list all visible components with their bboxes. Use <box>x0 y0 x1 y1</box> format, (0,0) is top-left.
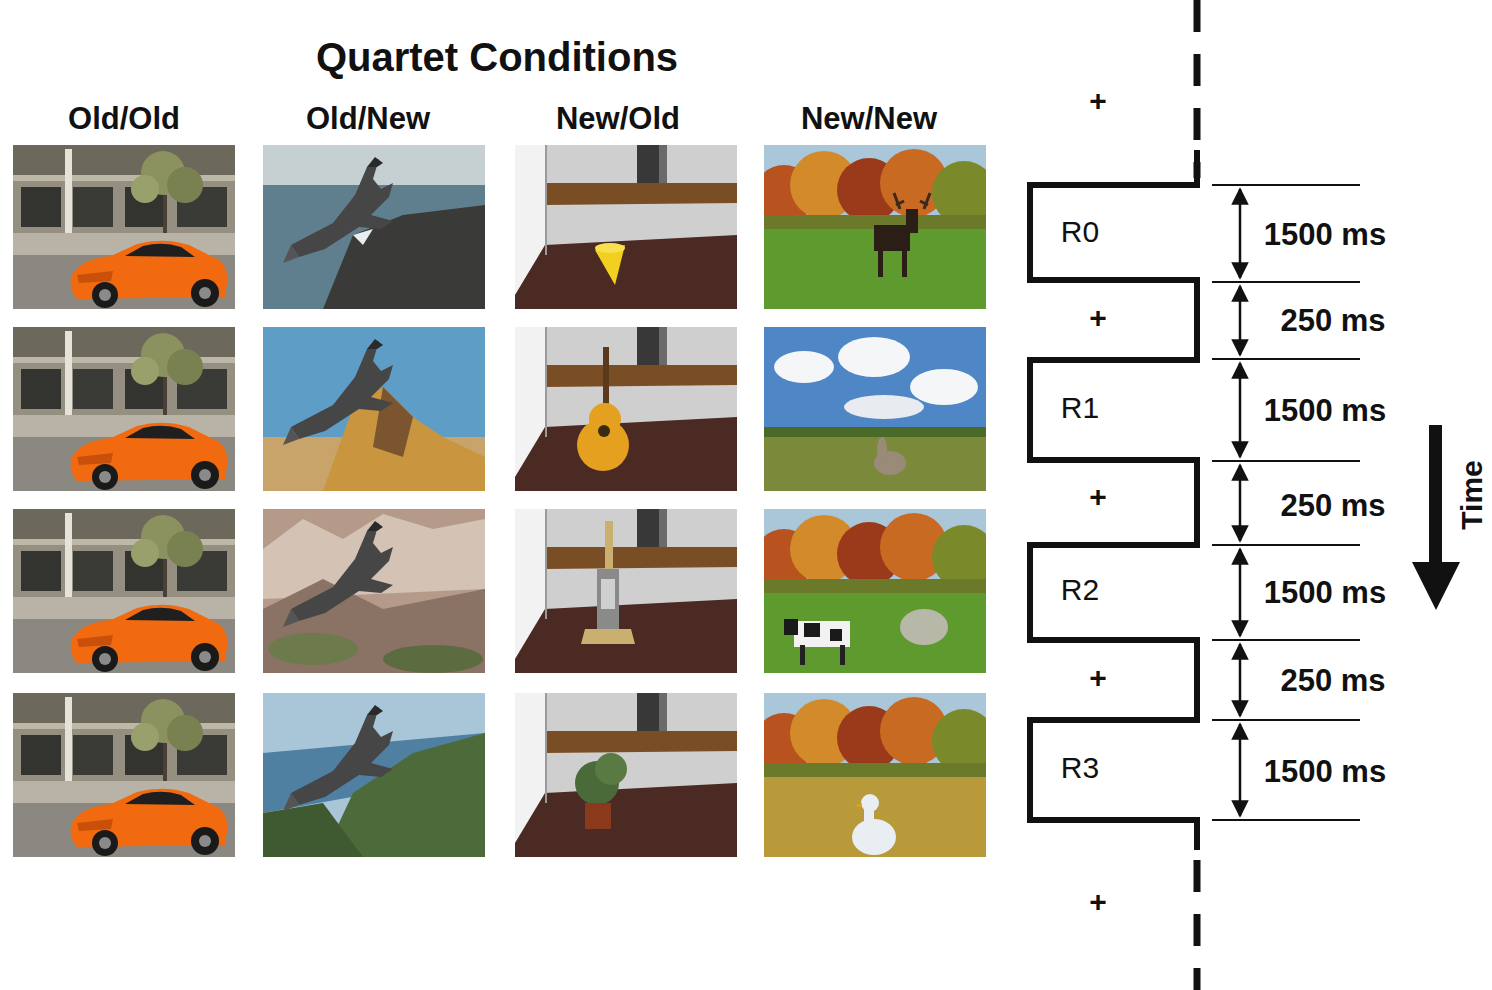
duration-label: 250 ms <box>1280 305 1385 336</box>
interval-name: R1 <box>1061 393 1099 423</box>
axis-label: Time <box>1457 460 1487 529</box>
fixation-cross: + <box>1089 663 1107 693</box>
duration-label: 1500 ms <box>1264 577 1386 608</box>
duration-label: 250 ms <box>1280 665 1385 696</box>
fixation-cross: + <box>1089 86 1107 116</box>
column-header: New/New <box>801 103 937 134</box>
duration-label: 1500 ms <box>1264 756 1386 787</box>
old-new-photos <box>263 145 485 857</box>
duration-label: 250 ms <box>1280 490 1385 521</box>
column-header: Old/New <box>306 103 430 134</box>
interval-name: R2 <box>1061 575 1099 605</box>
duration-label: 1500 ms <box>1264 395 1386 426</box>
old-old-photos <box>13 145 235 857</box>
new-old-photos <box>515 145 737 857</box>
interval-name: R3 <box>1061 753 1099 783</box>
new-new-photos <box>754 145 996 857</box>
timeline <box>1030 0 1460 990</box>
interval-name: R0 <box>1061 217 1099 247</box>
duration-label: 1500 ms <box>1264 219 1386 250</box>
column-header: New/Old <box>556 103 680 134</box>
column-header: Old/Old <box>68 103 180 134</box>
fixation-cross: + <box>1089 887 1107 917</box>
fixation-cross: + <box>1089 482 1107 512</box>
figure-title: Quartet Conditions <box>316 37 678 77</box>
fixation-cross: + <box>1089 303 1107 333</box>
